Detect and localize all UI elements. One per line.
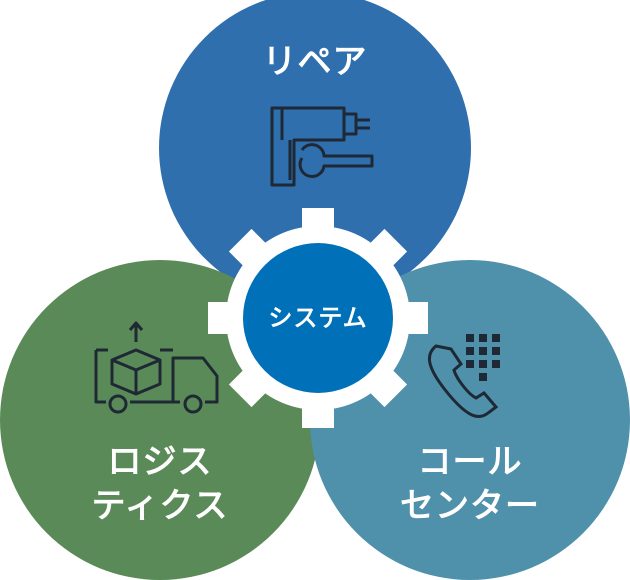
system-label: システム [268, 304, 368, 332]
logistics-label: ロジス ティクス [60, 440, 260, 528]
repair-label: リペア [262, 42, 368, 82]
callcenter-label: コール センター [370, 440, 570, 528]
logistics-label-line1: ロジス [107, 442, 213, 482]
phone-keypad-icon [427, 334, 500, 418]
system-circle [243, 243, 393, 393]
repair-circle [159, 0, 471, 304]
callcenter-label-line2: センター [400, 486, 540, 526]
callcenter-label-line1: コール [417, 442, 523, 482]
delivery-truck-box-icon [94, 321, 219, 414]
drill-wrench-icon [270, 106, 374, 187]
logistics-label-line2: ティクス [91, 486, 229, 526]
